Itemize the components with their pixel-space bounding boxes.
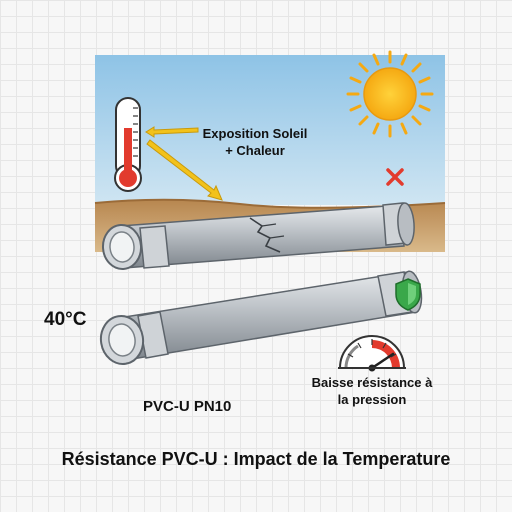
pipe-label: PVC-U PN10 bbox=[143, 398, 232, 415]
diagram-title: Résistance PVC-U : Impact de la Temperat… bbox=[61, 449, 451, 469]
shield-icon bbox=[395, 278, 421, 311]
pressure-gauge-icon bbox=[338, 335, 406, 372]
heat-arrows bbox=[145, 126, 223, 201]
sun-exposure-label: Exposition Soleil + Chaleur bbox=[190, 125, 320, 159]
thermometer-icon bbox=[114, 97, 142, 192]
sun-icon bbox=[346, 50, 434, 138]
pressure-line1: Baisse résistance à bbox=[311, 375, 433, 390]
pressure-line2: la pression bbox=[337, 392, 407, 407]
cracked-pipe bbox=[101, 202, 415, 270]
sun-exposure-line2: + Chaleur bbox=[225, 143, 285, 158]
pressure-label: Baisse résistance à la pression bbox=[308, 374, 436, 408]
sun-exposure-line1: Exposition Soleil bbox=[202, 126, 308, 141]
temperature-label: 40°C bbox=[44, 309, 87, 330]
cross-icon bbox=[386, 168, 404, 186]
